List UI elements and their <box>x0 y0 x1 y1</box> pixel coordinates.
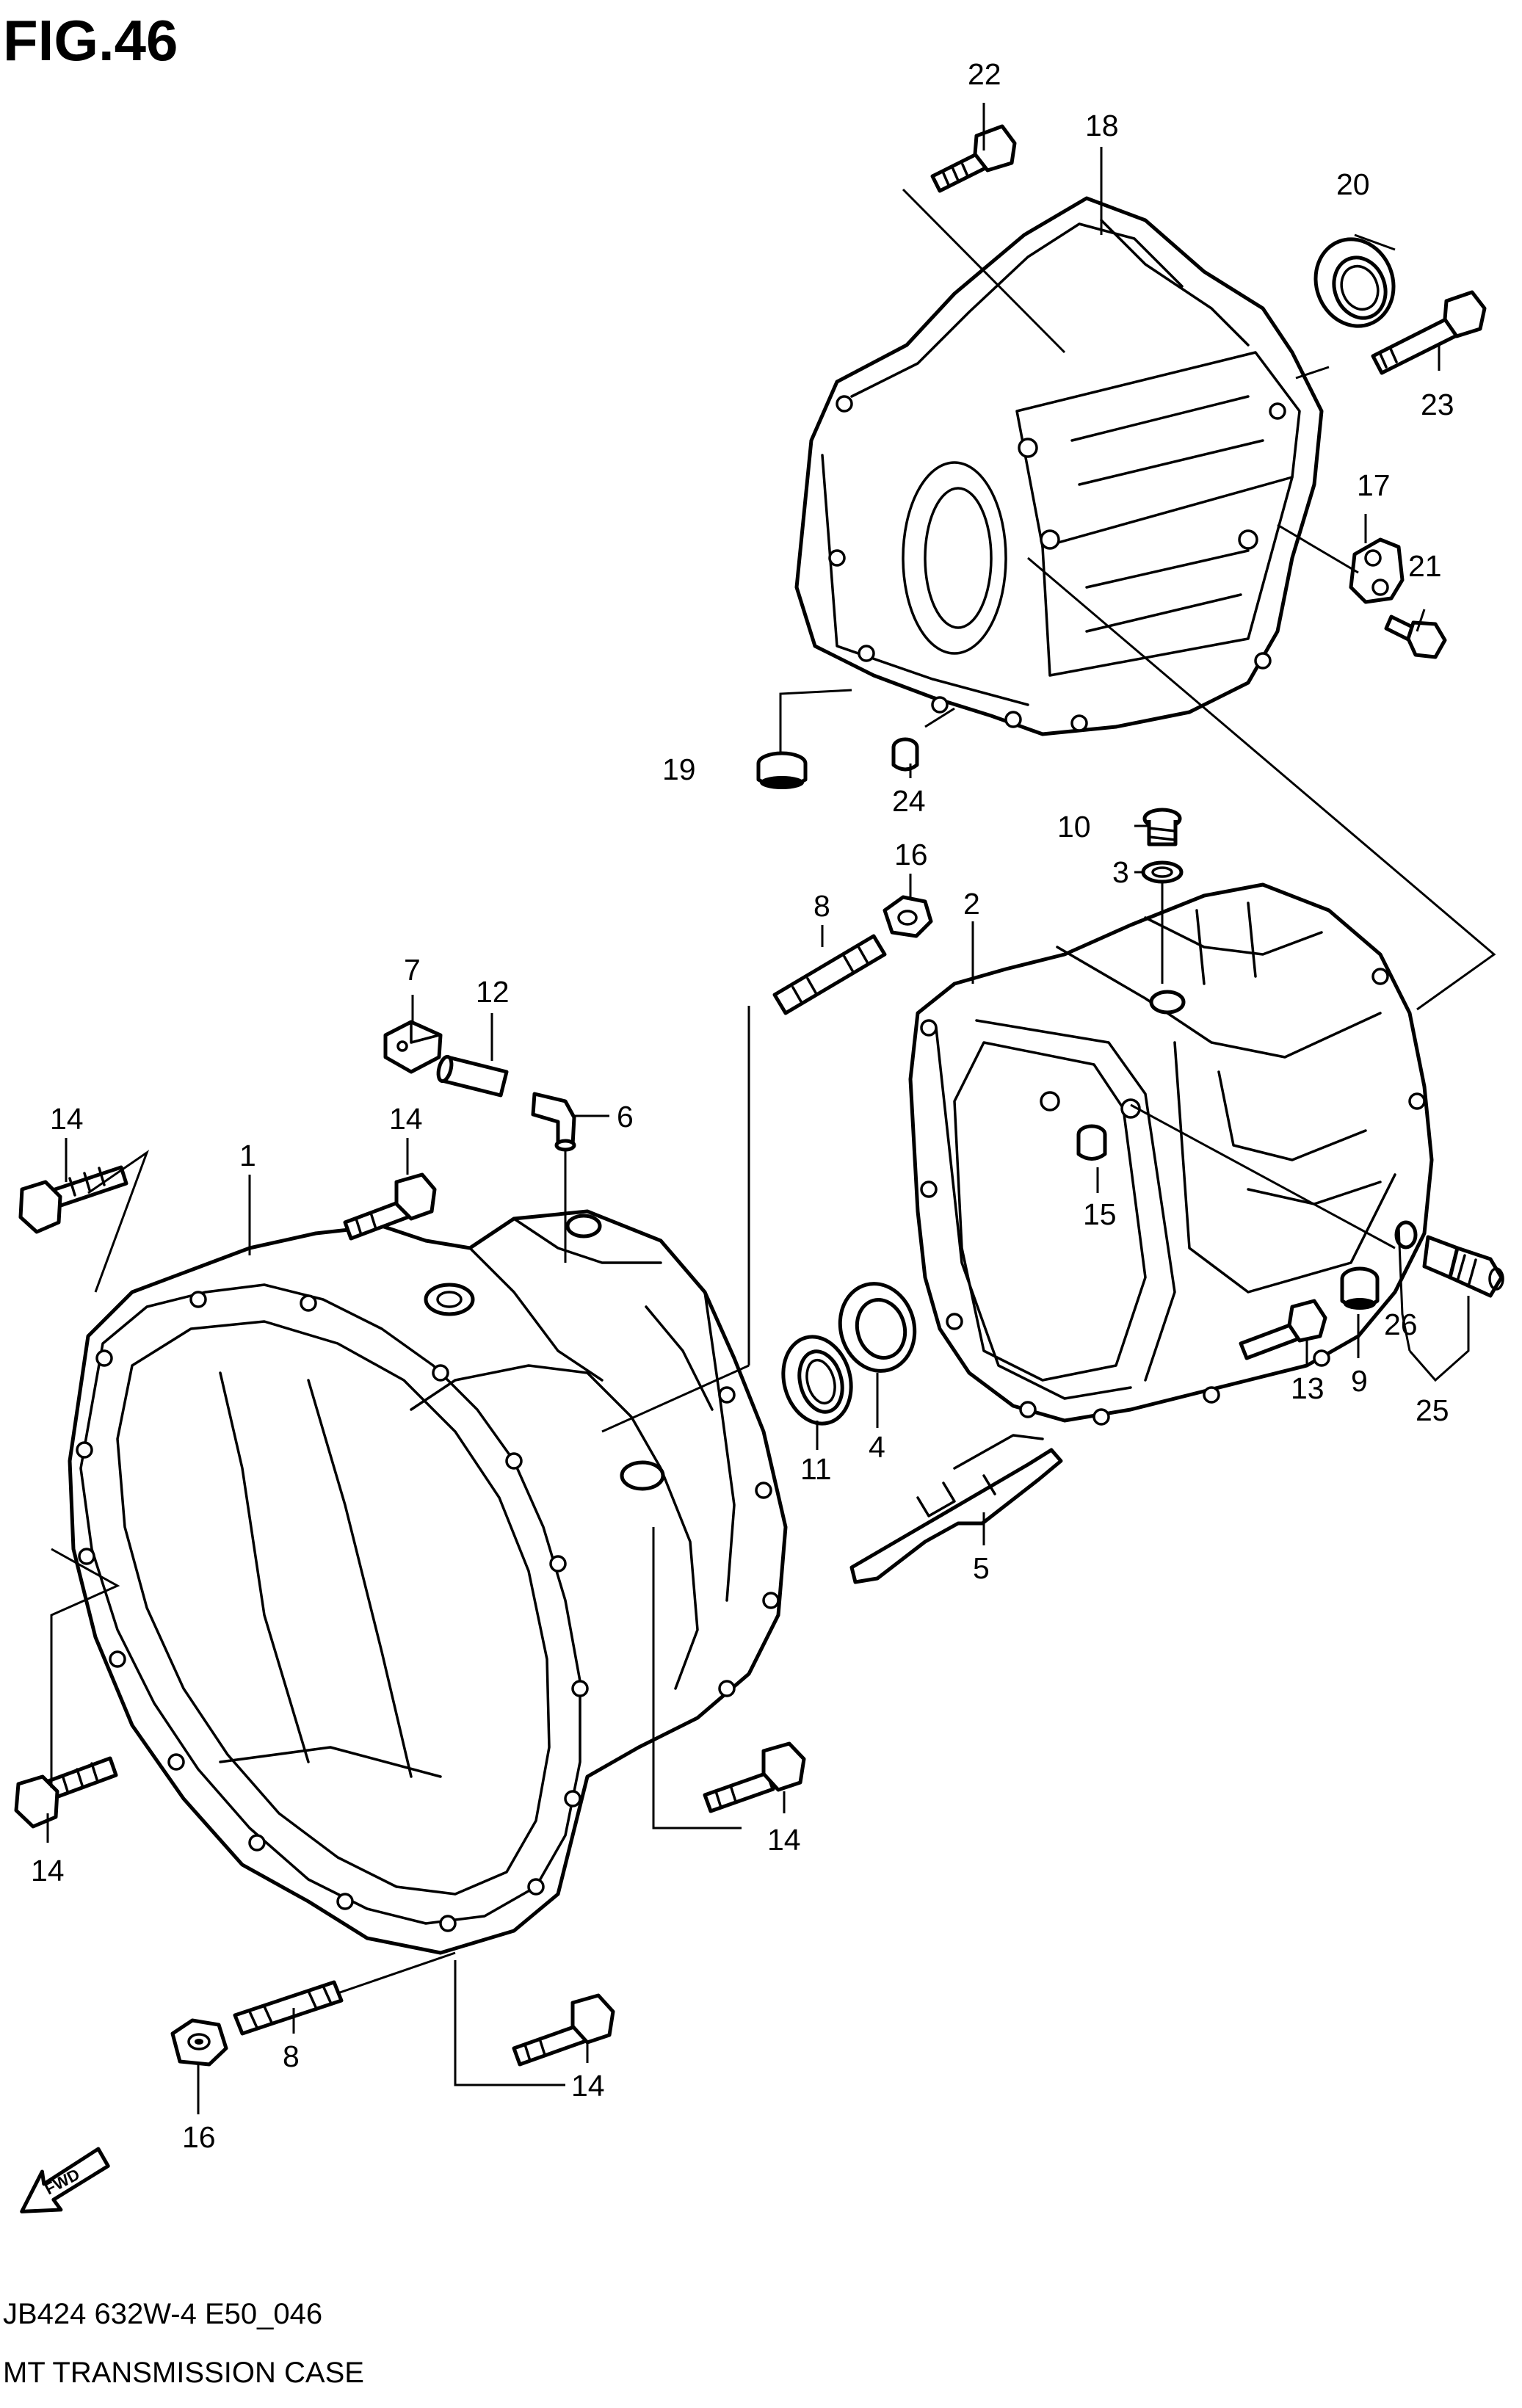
part-14-bolt-d <box>703 1741 806 1813</box>
fwd-arrow-icon: FWD <box>20 2147 110 2213</box>
callout-1: 1 <box>239 1139 256 1172</box>
part-22-bolt <box>930 124 1017 193</box>
callout-4: 4 <box>869 1430 885 1464</box>
callout-23: 23 <box>1421 388 1454 421</box>
part-26-washer <box>1394 1220 1418 1250</box>
callout-9: 9 <box>1351 1364 1368 1398</box>
callout-13: 13 <box>1291 1371 1324 1405</box>
callout-5: 5 <box>973 1551 990 1585</box>
callout-14: 14 <box>767 1823 801 1857</box>
callout-16: 16 <box>182 2120 216 2154</box>
callout-6: 6 <box>617 1100 634 1134</box>
callout-14: 14 <box>571 2069 605 2103</box>
callout-12: 12 <box>476 975 510 1009</box>
callout-25: 25 <box>1416 1393 1449 1427</box>
callout-16: 16 <box>894 838 928 871</box>
part-17-plate <box>1349 537 1405 604</box>
part-14-bolt-a <box>18 1165 128 1234</box>
part-10-plug <box>1142 808 1182 846</box>
part-14-bolt-c <box>14 1756 118 1829</box>
part-21-bolt <box>1384 614 1447 659</box>
part-11-oil-seal <box>781 1335 853 1426</box>
callout-8: 8 <box>813 889 830 923</box>
part-19-plug <box>756 751 808 789</box>
part-7-cap <box>383 1020 443 1074</box>
part-5-plate <box>849 1434 1063 1584</box>
callout-10: 10 <box>1057 810 1091 844</box>
leader-lines <box>46 103 1496 2114</box>
callout-2: 2 <box>963 887 980 921</box>
part-1-clutch-housing <box>68 1209 788 1955</box>
callout-21: 21 <box>1408 549 1442 583</box>
part-16-nut-top <box>883 895 933 938</box>
part-23-bolt <box>1371 290 1487 375</box>
callout-17: 17 <box>1357 468 1391 502</box>
part-18-extension-case <box>794 196 1324 736</box>
part-8-stud-top <box>772 934 887 1015</box>
part-12-hose <box>436 1054 509 1098</box>
callout-15: 15 <box>1083 1197 1117 1231</box>
part-13-bolt <box>1239 1299 1327 1360</box>
part-15-pin <box>1076 1124 1107 1161</box>
callout-26: 26 <box>1384 1308 1418 1341</box>
callout-7: 7 <box>404 953 421 987</box>
model-code: JB424 632W-4 E50_046 <box>3 2298 322 2330</box>
part-8-stud-bottom <box>233 1980 344 2036</box>
part-4-ring <box>838 1282 917 1373</box>
callout-14: 14 <box>31 1854 65 1887</box>
part-2-case-center <box>908 882 1434 1426</box>
callout-labels: 22 18 20 23 17 21 19 24 10 3 16 8 2 7 12… <box>31 57 1454 2154</box>
part-6-breather-pipe <box>531 1092 576 1152</box>
figure-title: FIG.46 <box>3 8 178 73</box>
part-3-gasket <box>1141 860 1184 884</box>
callout-3: 3 <box>1112 855 1129 889</box>
part-24-pin <box>891 737 919 772</box>
callout-24: 24 <box>892 784 926 818</box>
callout-22: 22 <box>968 57 1001 91</box>
part-14-bolt-e <box>512 1993 615 2067</box>
part-14-bolt-b <box>343 1172 437 1241</box>
part-20-oil-seal <box>1313 237 1396 328</box>
callout-11: 11 <box>800 1452 832 1486</box>
figure-caption: MT TRANSMISSION CASE <box>3 2357 364 2389</box>
callout-14: 14 <box>50 1102 84 1136</box>
part-16-nut-bottom <box>170 2018 228 2067</box>
part-9-plug <box>1340 1266 1380 1310</box>
callout-18: 18 <box>1085 109 1119 142</box>
callout-20: 20 <box>1336 167 1370 201</box>
callout-8: 8 <box>283 2039 300 2073</box>
callout-19: 19 <box>662 752 696 786</box>
callout-14: 14 <box>389 1102 423 1136</box>
part-25-switch <box>1422 1235 1504 1298</box>
